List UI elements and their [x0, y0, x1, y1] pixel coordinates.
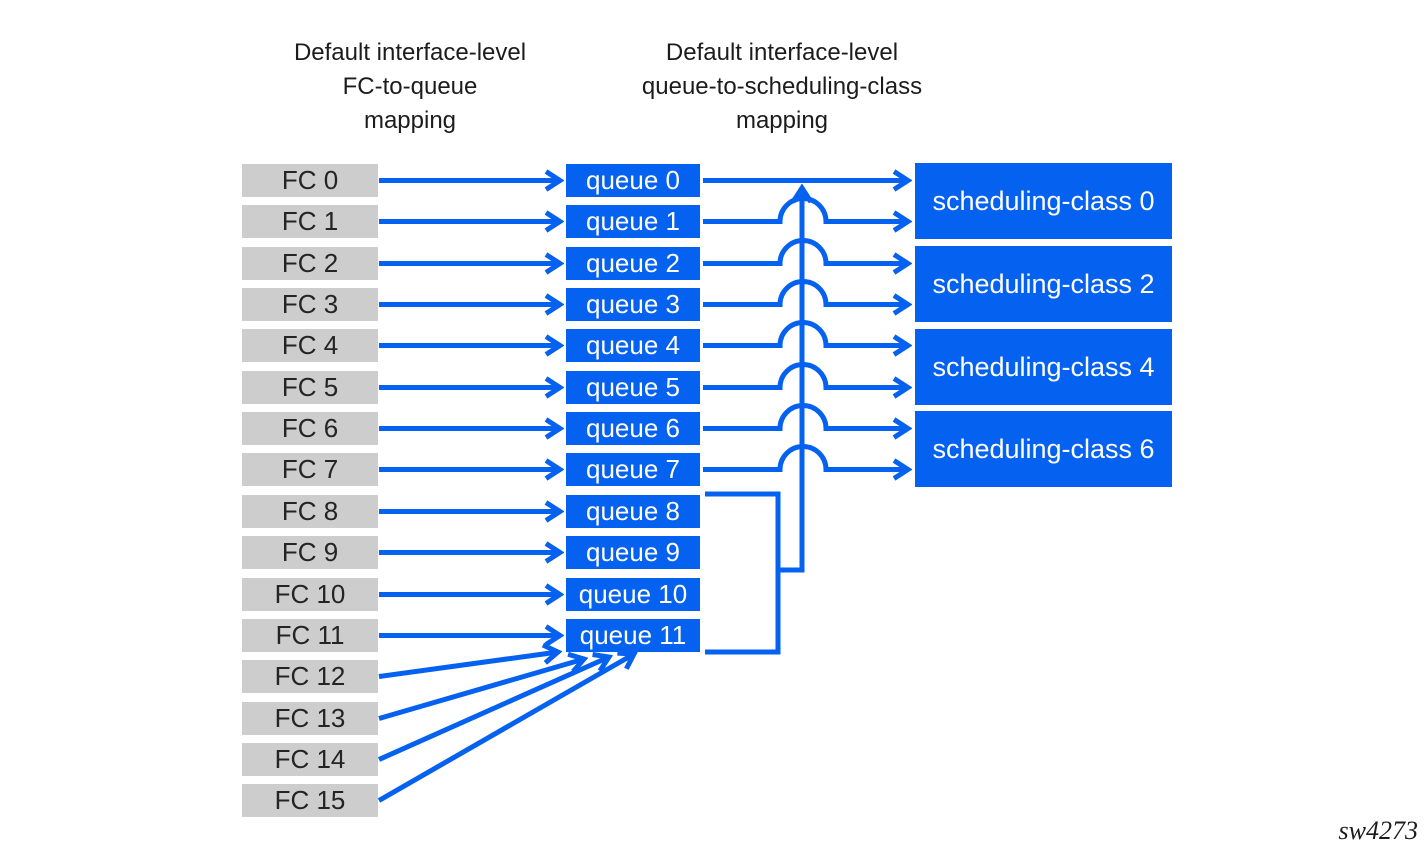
fc-box-10: FC 10 [242, 578, 378, 611]
scheduling-class-label: scheduling-class 2 [932, 268, 1155, 299]
queue-label: queue 2 [586, 248, 680, 278]
fc-box-12: FC 12 [242, 660, 378, 693]
queue-label: queue 7 [586, 454, 680, 484]
header-line: queue-to-scheduling-class [641, 73, 923, 100]
fc-box-13: FC 13 [242, 702, 378, 735]
header-queue-to-scheduling-class: Default interface-level queue-to-schedul… [642, 36, 922, 138]
fc-label: FC 3 [281, 289, 339, 319]
scheduling-class-label: scheduling-class 6 [932, 433, 1155, 464]
fc-box-5: FC 5 [242, 371, 378, 404]
fc-label: FC 14 [274, 744, 346, 774]
fc-label: FC 6 [281, 413, 339, 443]
arrow-queue2-to-sc2 [703, 238, 908, 264]
queue-box-8: queue 8 [566, 495, 700, 528]
fc-box-2: FC 2 [242, 247, 378, 280]
arrow-queue7-to-sc6 [703, 444, 908, 470]
queue-box-4: queue 4 [566, 329, 700, 362]
arrow-fc14-to-queue11 [377, 657, 609, 762]
fc-box-9: FC 9 [242, 536, 378, 569]
queue-box-6: queue 6 [566, 412, 700, 445]
arrow-queue1-to-sc0 [703, 196, 908, 222]
fc-box-7: FC 7 [242, 453, 378, 486]
queue-box-10: queue 10 [566, 578, 700, 611]
header-fc-to-queue: Default interface-level FC-to-queue mapp… [294, 36, 526, 138]
fc-label: FC 8 [281, 496, 339, 526]
scheduling-class-box-2: scheduling-class 2 [915, 246, 1172, 322]
fc-box-0: FC 0 [242, 164, 378, 197]
arrow-fc13-to-queue11 [378, 659, 584, 721]
queue-label: queue 1 [586, 206, 680, 236]
fc-box-14: FC 14 [242, 743, 378, 776]
queue-box-11: queue 11 [566, 619, 700, 652]
fc-box-11: FC 11 [242, 619, 378, 652]
header-line: FC-to-queue [342, 73, 478, 100]
queue-label: queue 11 [579, 620, 687, 650]
fc-label: FC 5 [281, 372, 339, 402]
queue-label: queue 3 [586, 289, 680, 319]
scheduling-class-box-0: scheduling-class 0 [915, 163, 1172, 239]
fc-label: FC 7 [281, 454, 339, 484]
arrow-fc15-to-queue11 [377, 654, 634, 803]
arrow-queue5-to-sc4 [703, 362, 908, 388]
fc-label: FC 10 [274, 579, 346, 609]
fc-label: FC 0 [281, 165, 339, 195]
queue-label: queue 4 [586, 330, 680, 360]
queue-label: queue 5 [586, 372, 680, 402]
scheduling-class-label: scheduling-class 0 [932, 185, 1155, 216]
fc-box-15: FC 15 [242, 784, 378, 817]
header-line: mapping [363, 107, 457, 134]
vertical-arrow-bracket-to-queue0-line [778, 188, 802, 573]
fc-label: FC 13 [274, 703, 346, 733]
queue-box-9: queue 9 [566, 536, 700, 569]
arrow-queue4-to-sc4 [703, 320, 908, 346]
scheduling-class-box-6: scheduling-class 6 [915, 411, 1172, 487]
fc-label: FC 9 [281, 537, 339, 567]
fc-label: FC 15 [274, 785, 346, 815]
fc-box-6: FC 6 [242, 412, 378, 445]
figure-id-watermark: sw4273 [1338, 816, 1418, 845]
queue-box-5: queue 5 [566, 371, 700, 404]
queue-box-3: queue 3 [566, 288, 700, 321]
fc-label: FC 4 [281, 330, 339, 360]
arrow-queue6-to-sc6 [703, 403, 908, 429]
scheduling-class-label: scheduling-class 4 [932, 351, 1155, 382]
fc-box-8: FC 8 [242, 495, 378, 528]
header-line: mapping [735, 107, 829, 134]
fc-label: FC 2 [281, 248, 339, 278]
queue-label: queue 0 [586, 165, 680, 195]
fc-label: FC 11 [275, 620, 345, 650]
bracket-queues-8-11 [705, 491, 781, 655]
header-line: Default interface-level [665, 39, 899, 66]
scheduling-class-box-4: scheduling-class 4 [915, 329, 1172, 405]
queue-box-7: queue 7 [566, 453, 700, 486]
header-line: Default interface-level [293, 39, 527, 66]
queue-label: queue 8 [586, 496, 680, 526]
queue-label: queue 6 [586, 413, 680, 443]
queue-box-1: queue 1 [566, 205, 700, 238]
fc-box-1: FC 1 [242, 205, 378, 238]
fc-label: FC 1 [281, 206, 339, 236]
fc-box-4: FC 4 [242, 329, 378, 362]
queue-box-2: queue 2 [566, 247, 700, 280]
arrow-queue3-to-sc2 [703, 279, 908, 305]
fc-label: FC 12 [274, 661, 346, 691]
queue-label: queue 9 [586, 537, 680, 567]
arrow-fc12-to-queue11 [378, 652, 558, 679]
queue-label: queue 10 [578, 579, 688, 609]
queue-box-0: queue 0 [566, 164, 700, 197]
fc-box-3: FC 3 [242, 288, 378, 321]
